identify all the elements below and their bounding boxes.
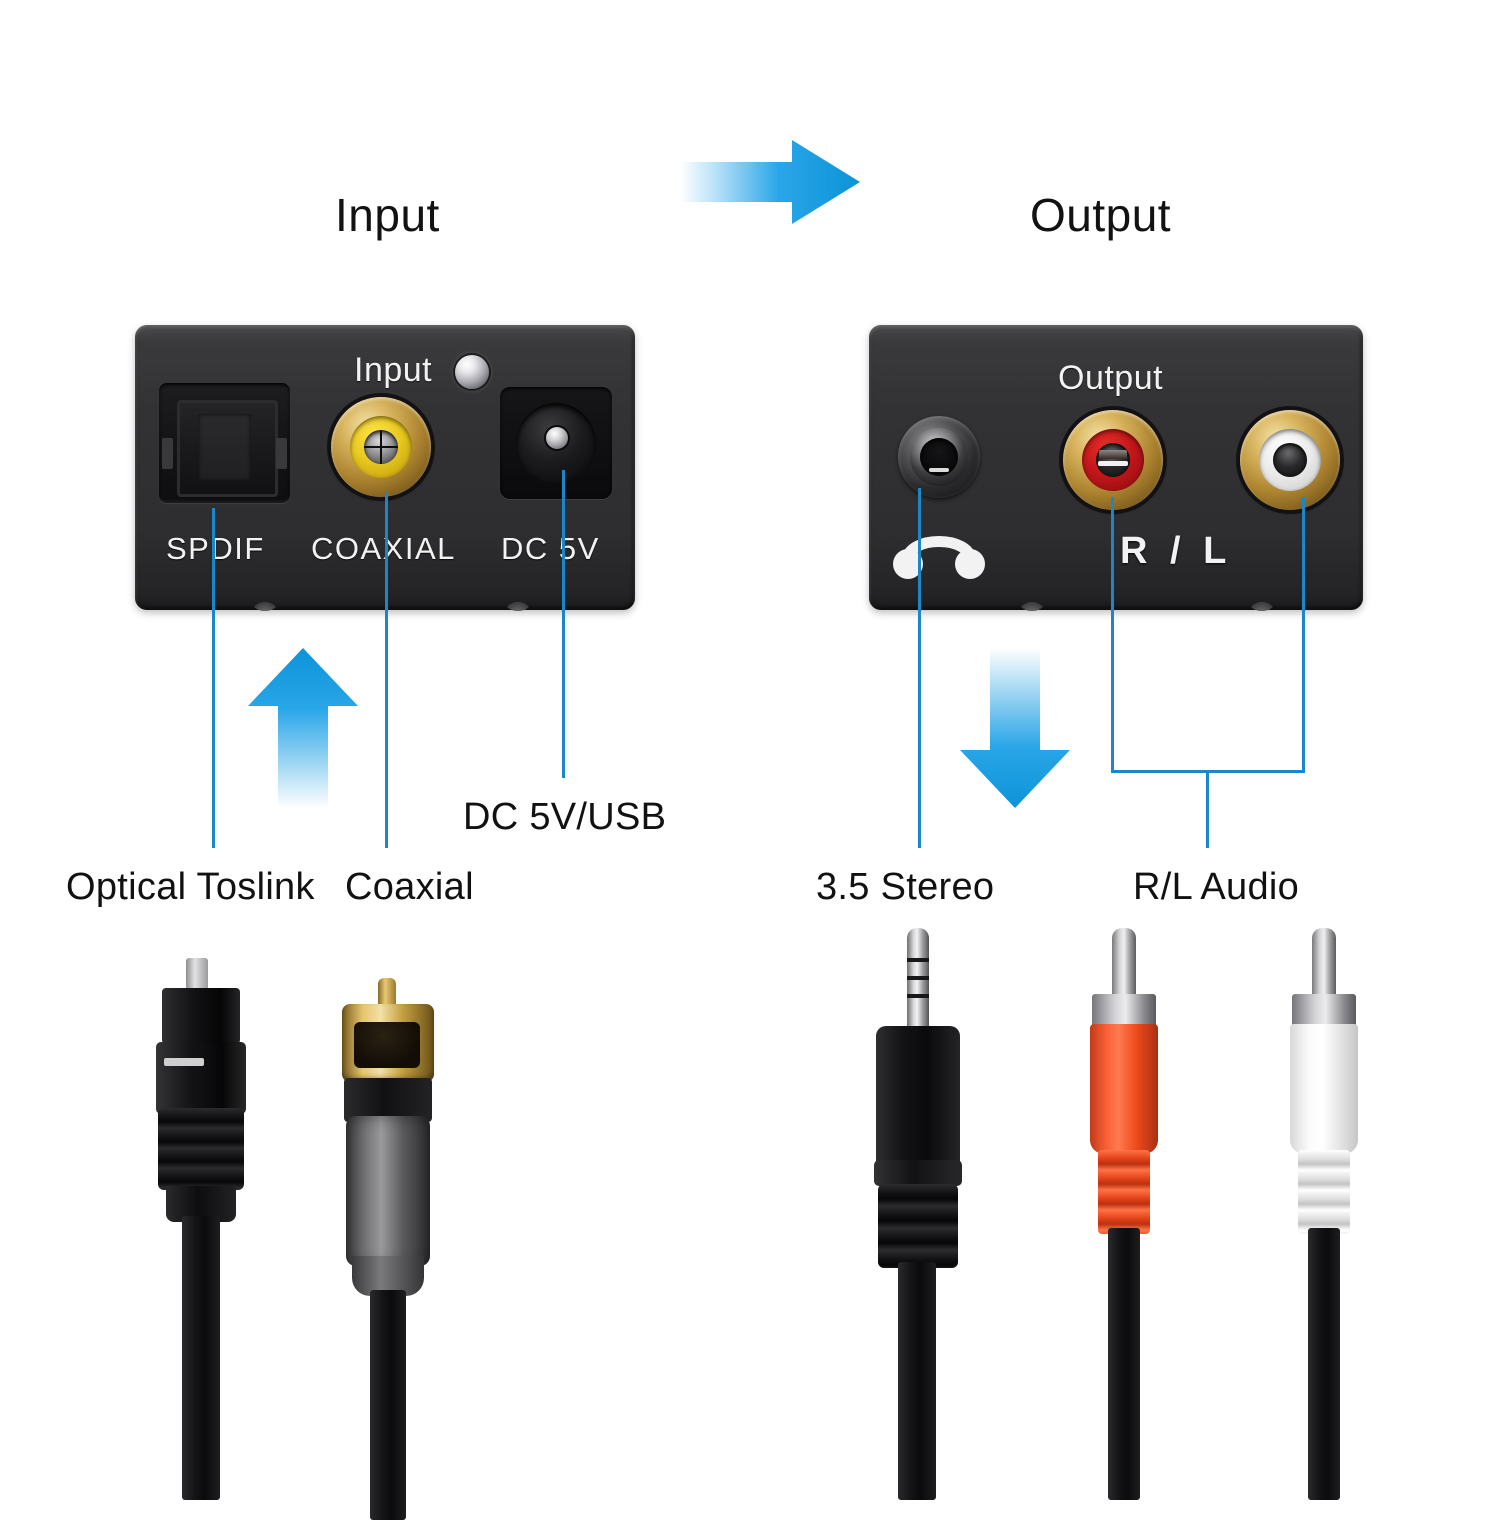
input-up-arrow [248,648,358,813]
toslink-cable [150,958,270,1500]
leader-line-rca-left [1302,497,1305,772]
spdif-port-label: SPDIF [166,531,265,566]
rca-white-cable [1270,928,1380,1500]
coaxial-cable [330,978,450,1520]
rca-red-cable [1070,928,1180,1500]
output-section-title: Output [1030,189,1172,241]
headphone-jack[interactable] [898,416,980,498]
callout-dc5v-usb: DC 5V/USB [463,796,667,838]
input-panel: Input SPDIF COAXIAL DC 5V [135,325,635,611]
rca-right-jack[interactable] [1063,410,1163,510]
leader-line-coaxial [385,492,388,848]
dc-power-jack[interactable] [500,387,612,499]
power-led [455,355,489,389]
output-panel: Output R / L [869,325,1363,611]
leader-line-headphone [918,488,921,848]
spdif-optical-port[interactable] [159,383,290,503]
leader-line-spdif [212,508,215,848]
headphones-icon [891,517,987,584]
stereo-cable [862,928,982,1500]
coaxial-rca-jack[interactable] [331,397,431,497]
rca-left-jack[interactable] [1240,410,1340,510]
callout-coaxial: Coaxial [345,866,474,908]
input-section-title: Input [335,189,440,241]
leader-stem-rl [1206,770,1209,848]
callout-35-stereo: 3.5 Stereo [816,866,995,908]
leader-line-rca-right [1111,497,1114,772]
dc5v-port-label: DC 5V [501,531,600,566]
callout-rl-audio: R/L Audio [1133,866,1300,908]
signal-flow-arrow [680,140,860,224]
rl-channel-label: R / L [1120,530,1233,572]
output-panel-title: Output [1058,359,1164,397]
coaxial-port-label: COAXIAL [311,531,456,566]
input-panel-title: Input [354,351,433,389]
output-down-arrow [960,648,1070,813]
callout-optical-toslink: Optical Toslink [66,866,315,908]
leader-line-dc5v [562,470,565,778]
